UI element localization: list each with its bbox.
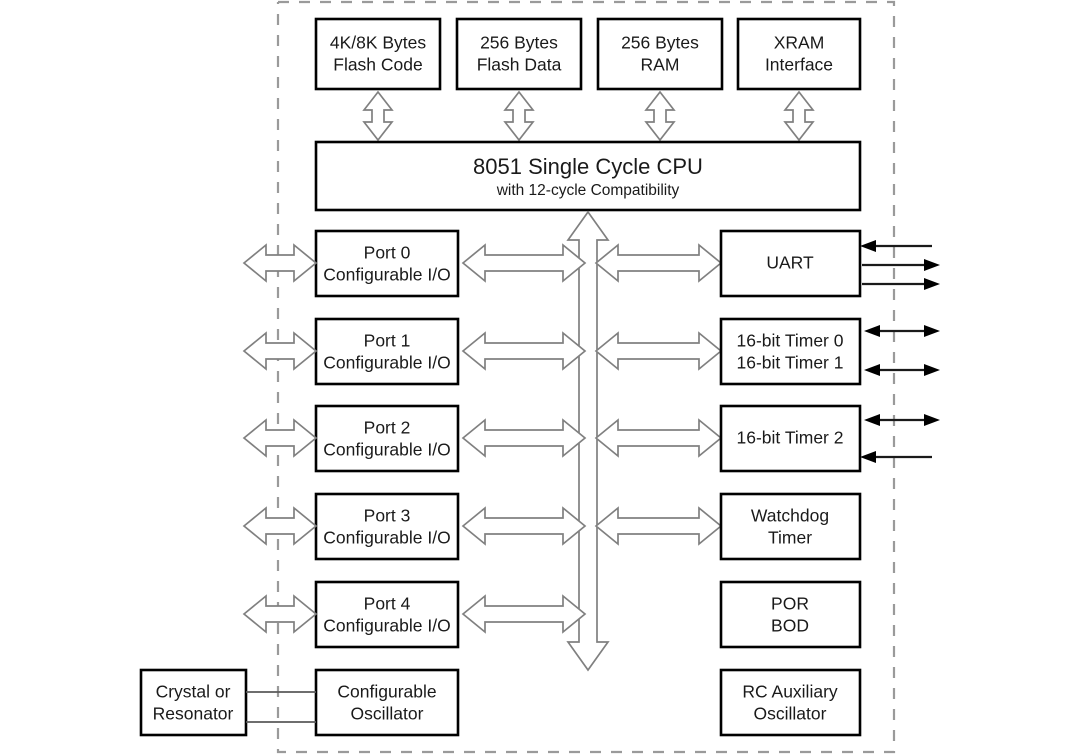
memory-block-label-line2: RAM (641, 55, 680, 75)
port-block-4: Port 4 Configurable I/O (314, 580, 460, 649)
port-0-external-io-arrow-icon (242, 243, 318, 283)
memory-block-xram-interface: XRAM Interface (736, 17, 862, 91)
peripheral-block-timer-2: 16-bit Timer 2 (719, 404, 862, 473)
vertical-bus-arrow-flash-data-icon (503, 90, 535, 142)
port-label-line1: Port 2 (364, 418, 411, 438)
port-block-3: Port 3 Configurable I/O (314, 492, 460, 561)
port-label-line2: Configurable I/O (323, 440, 450, 460)
vertical-bus-arrow-ram-icon (644, 90, 676, 142)
peripheral-label-line1: POR (771, 594, 809, 614)
peripheral-block-por-bod: POR BOD (719, 580, 862, 649)
port-label-line1: Port 3 (364, 506, 411, 526)
vertical-bus-arrow-flash-code-icon (362, 90, 394, 142)
uart-external-signal-out-2-icon (862, 278, 940, 290)
port-0-bus-arrow-icon (461, 243, 587, 283)
chip-boundary-dashed (276, 0, 896, 754)
timer-1-external-signal-bi-icon (864, 364, 940, 376)
peripheral-label-line2: 16-bit Timer 1 (737, 353, 844, 373)
port-label-line2: Configurable I/O (323, 353, 450, 373)
port-1-bus-arrow-icon (461, 331, 587, 371)
uart-external-signal-in-icon (860, 240, 932, 252)
peripheral-label-line1: Watchdog (751, 506, 829, 526)
watchdog-bus-arrow-icon (594, 506, 723, 546)
memory-block-label-line1: XRAM (774, 33, 825, 53)
memory-block-label-line1: 4K/8K Bytes (330, 33, 427, 53)
peripheral-block-watchdog-timer: Watchdog Timer (719, 492, 862, 561)
central-system-bus-arrow-icon (566, 210, 610, 672)
crystal-label-line1: Crystal or (156, 682, 231, 702)
port-1-external-io-arrow-icon (242, 331, 318, 371)
peripheral-label-line1: 16-bit Timer 0 (737, 331, 844, 351)
memory-block-label-line2: Flash Code (333, 55, 423, 75)
port-3-external-io-arrow-icon (242, 506, 318, 546)
memory-block-ram: 256 Bytes RAM (596, 17, 724, 91)
memory-block-label-line2: Flash Data (477, 55, 562, 75)
timer-2-external-signal-in-icon (860, 451, 932, 463)
oscillator-label-line1: Configurable (337, 682, 436, 702)
port-label-line2: Configurable I/O (323, 616, 450, 636)
cpu-label-line2: with 12-cycle Compatibility (496, 182, 680, 199)
memory-block-label-line1: 256 Bytes (621, 33, 699, 53)
port-4-bus-arrow-icon (461, 594, 587, 634)
port-label-line1: Port 4 (364, 594, 411, 614)
peripheral-label-line1: 16-bit Timer 2 (737, 428, 844, 448)
timer01-bus-arrow-icon (594, 331, 723, 371)
configurable-oscillator-block: Configurable Oscillator (314, 668, 460, 737)
peripheral-label-line2: Timer (768, 528, 812, 548)
port-3-bus-arrow-icon (461, 506, 587, 546)
memory-block-label-line1: 256 Bytes (480, 33, 558, 53)
peripheral-block-uart: UART (719, 229, 862, 298)
port-label-line2: Configurable I/O (323, 265, 450, 285)
port-label-line1: Port 0 (364, 243, 411, 263)
peripheral-label-line2: BOD (771, 616, 809, 636)
crystal-or-resonator-block: Crystal or Resonator (139, 668, 248, 737)
timer-2-external-signal-bi-icon (864, 414, 940, 426)
peripheral-label-line2: Oscillator (754, 704, 827, 724)
peripheral-block-timer-0-1: 16-bit Timer 0 16-bit Timer 1 (719, 317, 862, 386)
peripheral-label-line1: RC Auxiliary (742, 682, 838, 702)
port-2-external-io-arrow-icon (242, 418, 318, 458)
port-4-external-io-arrow-icon (242, 594, 318, 634)
oscillator-label-line2: Oscillator (351, 704, 424, 724)
crystal-label-line2: Resonator (153, 704, 234, 724)
uart-external-signal-out-1-icon (862, 259, 940, 271)
port-label-line2: Configurable I/O (323, 528, 450, 548)
peripheral-label-line1: UART (766, 253, 814, 273)
peripheral-block-rc-auxiliary-oscillator: RC Auxiliary Oscillator (719, 668, 862, 737)
port-2-bus-arrow-icon (461, 418, 587, 458)
uart-bus-arrow-icon (594, 243, 723, 283)
timer-0-external-signal-bi-icon (864, 325, 940, 337)
port-block-1: Port 1 Configurable I/O (314, 317, 460, 386)
port-block-2: Port 2 Configurable I/O (314, 404, 460, 473)
memory-block-flash-code: 4K/8K Bytes Flash Code (314, 17, 442, 91)
port-block-0: Port 0 Configurable I/O (314, 229, 460, 298)
cpu-label-line1: 8051 Single Cycle CPU (473, 154, 703, 179)
memory-block-flash-data: 256 Bytes Flash Data (455, 17, 583, 91)
port-label-line1: Port 1 (364, 331, 411, 351)
memory-block-label-line2: Interface (765, 55, 833, 75)
timer2-bus-arrow-icon (594, 418, 723, 458)
cpu-block: 8051 Single Cycle CPU with 12-cycle Comp… (314, 140, 862, 212)
vertical-bus-arrow-xram-icon (783, 90, 815, 142)
